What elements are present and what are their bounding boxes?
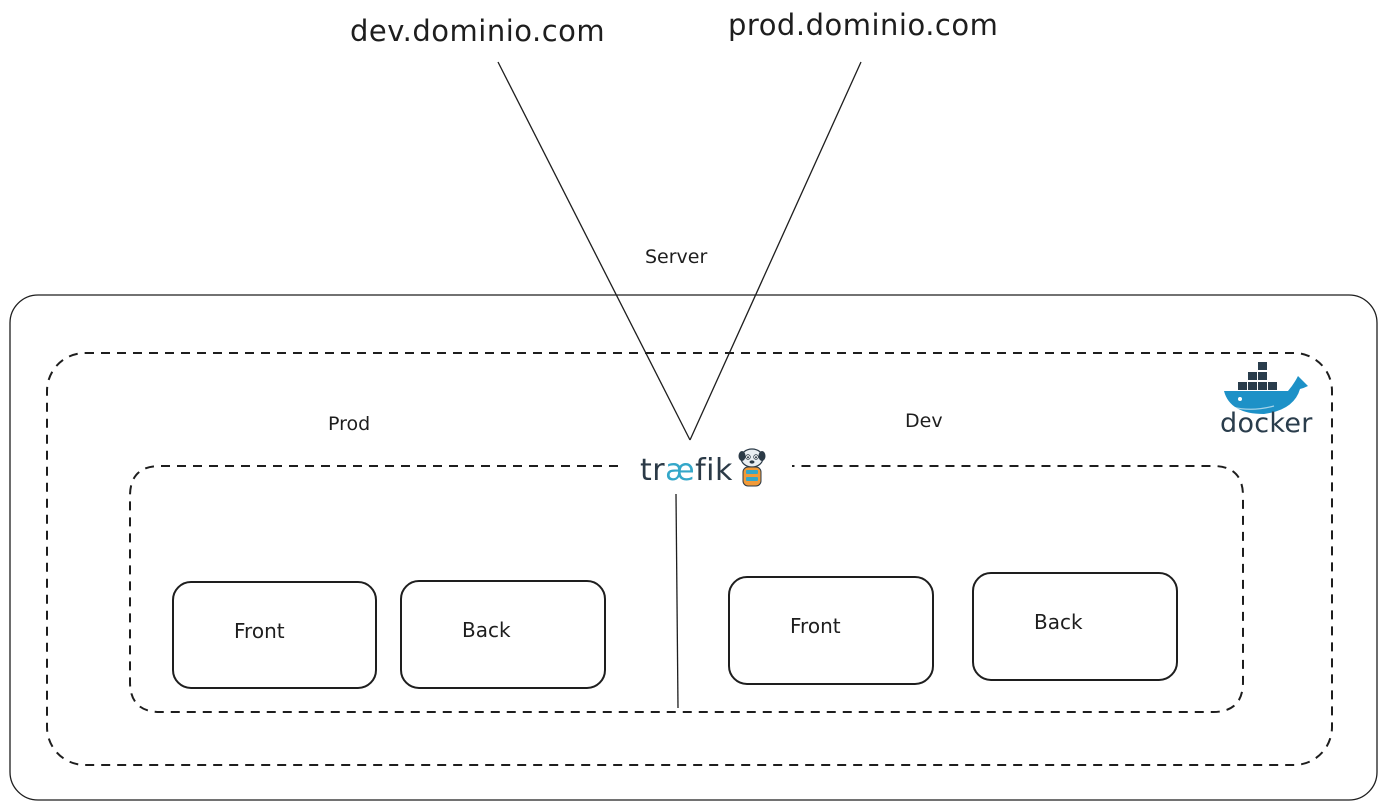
prod-domain-connector [689, 61, 862, 441]
dev-domain-connector [497, 61, 691, 441]
prod-front-box [172, 581, 377, 689]
traefik-network-box [129, 465, 1244, 713]
prod-domain-label: prod.dominio.com [728, 8, 999, 42]
dev-front-box [728, 576, 934, 685]
docker-whale-icon [1224, 362, 1308, 414]
docker-logo-text: docker [1220, 408, 1313, 439]
traefik-text-ae: æ [665, 453, 696, 488]
traefik-text-prefix: tr [640, 453, 666, 488]
prod-env-label: Prod [328, 413, 371, 435]
traefik-logo-text: træfik [640, 453, 733, 488]
prod-back-label: Back [462, 618, 511, 642]
dev-back-box [972, 572, 1178, 681]
docker-container-box [46, 352, 1333, 766]
dev-env-label: Dev [905, 410, 943, 432]
server-box [9, 294, 1378, 801]
prod-front-label: Front [234, 619, 285, 643]
server-label: Server [645, 246, 708, 268]
dev-front-label: Front [790, 614, 841, 638]
prod-dev-divider [675, 493, 679, 709]
prod-back-box [400, 580, 606, 689]
dev-domain-label: dev.dominio.com [350, 14, 606, 48]
traefik-text-suffix: fik [695, 453, 733, 488]
traefik-gopher-icon [738, 448, 766, 487]
dev-back-label: Back [1034, 610, 1083, 634]
